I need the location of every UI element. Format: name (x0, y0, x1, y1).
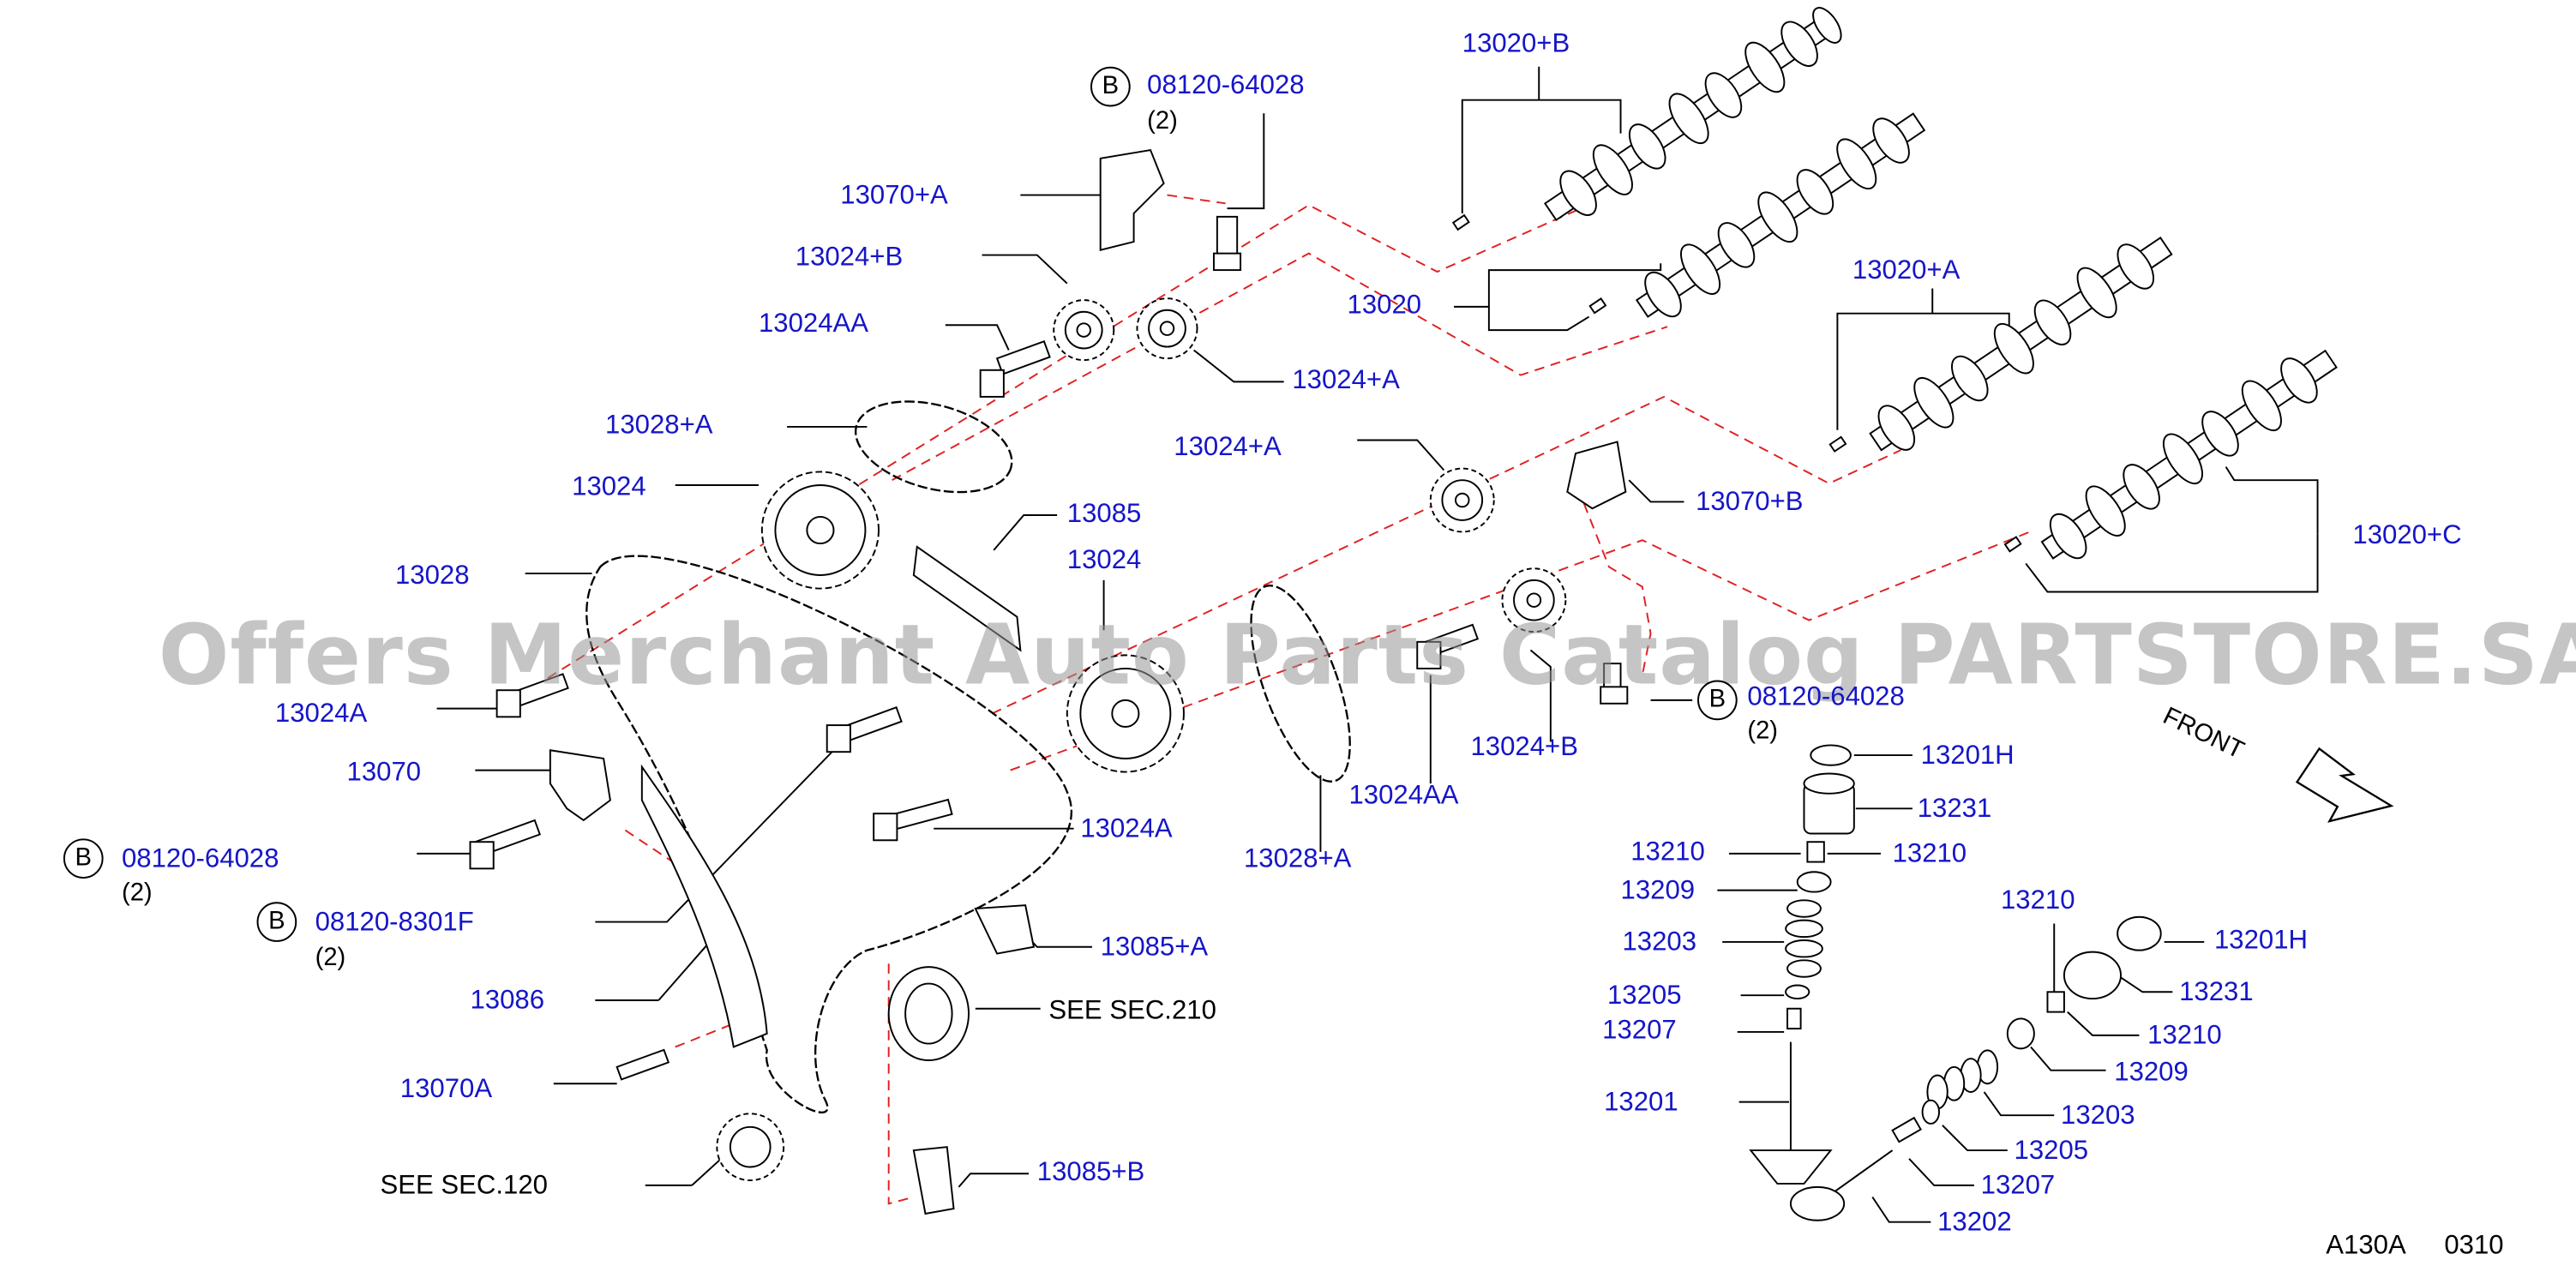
part-13024-left-label[interactable]: 13024 (572, 473, 646, 502)
bolt-b-marker-8301f: B (256, 902, 297, 942)
part-13020-c-label[interactable]: 13020+C (2352, 521, 2462, 550)
part-08120-64028-right-label[interactable]: 08120-64028 (1747, 683, 1905, 712)
timing-chains (585, 400, 1351, 1113)
part-13024-mid-label[interactable]: 13024 (1066, 546, 1142, 576)
part-13207-right-label[interactable]: 13207 (1980, 1172, 2056, 1201)
part-13028-a-mid-label[interactable]: 13028+A (1243, 845, 1352, 874)
diagram-code: A130A (2326, 1232, 2406, 1261)
part-13024-a-mid-label[interactable]: 13024+A (1174, 433, 1282, 462)
part-13070a-label[interactable]: 13070A (399, 1075, 493, 1104)
bolt-b-marker-left: B (63, 838, 104, 879)
qty-right-label: (2) (1747, 717, 1779, 746)
diagram-revision: 0310 (2444, 1232, 2504, 1261)
part-13028-a-top-label[interactable]: 13028+A (605, 411, 713, 441)
part-13201h-right-label[interactable]: 13201H (2213, 927, 2308, 956)
part-13209-right-label[interactable]: 13209 (2114, 1059, 2189, 1088)
part-13085-label[interactable]: 13085 (1066, 500, 1142, 529)
part-13024-b-mid-label[interactable]: 13024+B (1470, 733, 1578, 762)
front-arrow-icon (2295, 747, 2394, 823)
part-08120-8301f-label[interactable]: 08120-8301F (315, 909, 474, 938)
part-13201h-top-label[interactable]: 13201H (1920, 741, 2015, 771)
bolt-b-marker-right: B (1697, 680, 1738, 721)
part-13070-b-label[interactable]: 13070+B (1696, 488, 1804, 517)
part-13210-d-label[interactable]: 13210 (2147, 1022, 2222, 1051)
sprockets (716, 297, 1567, 1182)
assembly-dashed-lines (532, 194, 2035, 1205)
part-13210-b-label[interactable]: 13210 (1892, 840, 1967, 869)
see-sec210-reference[interactable]: SEE SEC.210 (1048, 997, 1216, 1026)
qty-top-label: (2) (1147, 106, 1178, 135)
leader-lines (417, 66, 2319, 1223)
part-08120-64028-left-label[interactable]: 08120-64028 (121, 845, 279, 874)
part-13231-right-label[interactable]: 13231 (2179, 978, 2254, 1007)
part-13024aa-top-label[interactable]: 13024AA (758, 309, 869, 339)
qty-left-label: (2) (121, 879, 153, 908)
part-13024a-left-label[interactable]: 13024A (274, 699, 368, 729)
part-13203-right-label[interactable]: 13203 (2061, 1101, 2135, 1131)
part-08120-64028-top-label[interactable]: 08120-64028 (1147, 71, 1305, 100)
part-13201-label[interactable]: 13201 (1604, 1089, 1678, 1118)
camshafts (1451, 7, 2338, 560)
see-sec120-reference[interactable]: SEE SEC.120 (380, 1172, 548, 1201)
part-13210-a-label[interactable]: 13210 (1630, 838, 1705, 867)
part-13028-label[interactable]: 13028 (394, 561, 470, 591)
part-13210-c-label[interactable]: 13210 (2001, 886, 2075, 915)
part-13070-a-label[interactable]: 13070+A (840, 182, 948, 211)
part-13231-top-label[interactable]: 13231 (1917, 795, 1992, 824)
part-13020-label[interactable]: 13020 (1347, 291, 1422, 321)
part-13205-top-label[interactable]: 13205 (1606, 981, 1682, 1011)
part-13024a-mid-label[interactable]: 13024A (1080, 815, 1173, 844)
part-13203-top-label[interactable]: 13203 (1622, 928, 1697, 957)
part-13020-b-label[interactable]: 13020+B (1462, 30, 1570, 59)
part-13070-label[interactable]: 13070 (346, 758, 422, 788)
qty-8301f-label: (2) (315, 943, 346, 972)
part-13085-a-label[interactable]: 13085+A (1100, 933, 1209, 963)
valve-parts (1749, 744, 2162, 1221)
part-13205-right-label[interactable]: 13205 (2014, 1137, 2089, 1166)
part-13202-label[interactable]: 13202 (1937, 1209, 2012, 1238)
bolt-b-marker: B (1090, 66, 1131, 107)
part-13024-b-top-label[interactable]: 13024+B (795, 243, 904, 273)
part-13020-a-label[interactable]: 13020+A (1852, 256, 1961, 285)
part-13085-b-label[interactable]: 13085+B (1036, 1158, 1145, 1187)
part-13207-top-label[interactable]: 13207 (1602, 1017, 1677, 1046)
part-13209-top-label[interactable]: 13209 (1620, 877, 1696, 906)
part-13024aa-mid-label[interactable]: 13024AA (1348, 782, 1459, 811)
part-13086-label[interactable]: 13086 (470, 987, 545, 1016)
part-13024-a-top-label[interactable]: 13024+A (1292, 366, 1400, 395)
bolts-and-parts (469, 148, 1629, 1215)
